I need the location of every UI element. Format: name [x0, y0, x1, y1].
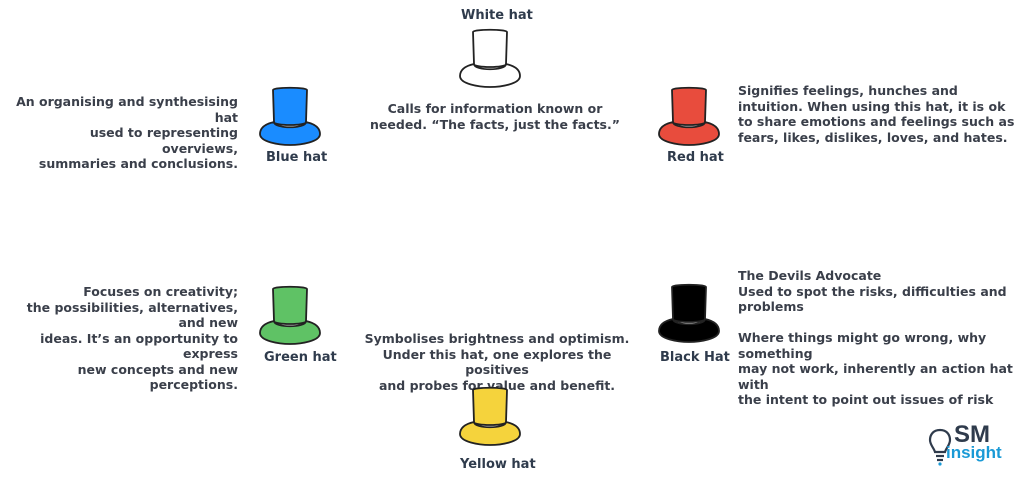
green-hat-label: Green hat — [264, 350, 337, 365]
red-hat-label: Red hat — [667, 150, 724, 165]
white-hat-icon — [457, 26, 523, 92]
blue-hat-icon — [257, 84, 323, 150]
yellow-hat-icon — [457, 384, 523, 450]
white-hat-label: White hat — [461, 8, 533, 23]
green-hat-icon — [257, 283, 323, 349]
black-hat-label: Black Hat — [660, 350, 730, 365]
yellow-hat-description: Symbolises brightness and optimism. Unde… — [364, 331, 630, 393]
logo-sm-text: SM — [954, 421, 990, 448]
blue-hat-label: Blue hat — [266, 150, 328, 165]
yellow-hat-label: Yellow hat — [460, 457, 536, 472]
logo-insight-text: insight — [946, 443, 1002, 462]
red-hat-description: Signifies feelings, hunches and intuitio… — [738, 83, 1015, 145]
blue-hat-description: An organising and synthesising hat used … — [16, 94, 238, 171]
black-hat-icon — [656, 281, 722, 347]
sm-insight-logo: SM insight — [928, 421, 1008, 469]
black-hat-description: The Devils Advocate Used to spot the ris… — [738, 268, 1022, 408]
lightbulb-icon — [928, 428, 952, 466]
green-hat-description: Focuses on creativity; the possibilities… — [26, 284, 238, 392]
red-hat-icon — [656, 84, 722, 150]
black-hat-heading: The Devils Advocate — [738, 268, 882, 283]
white-hat-description: Calls for information known or needed. “… — [370, 101, 620, 132]
